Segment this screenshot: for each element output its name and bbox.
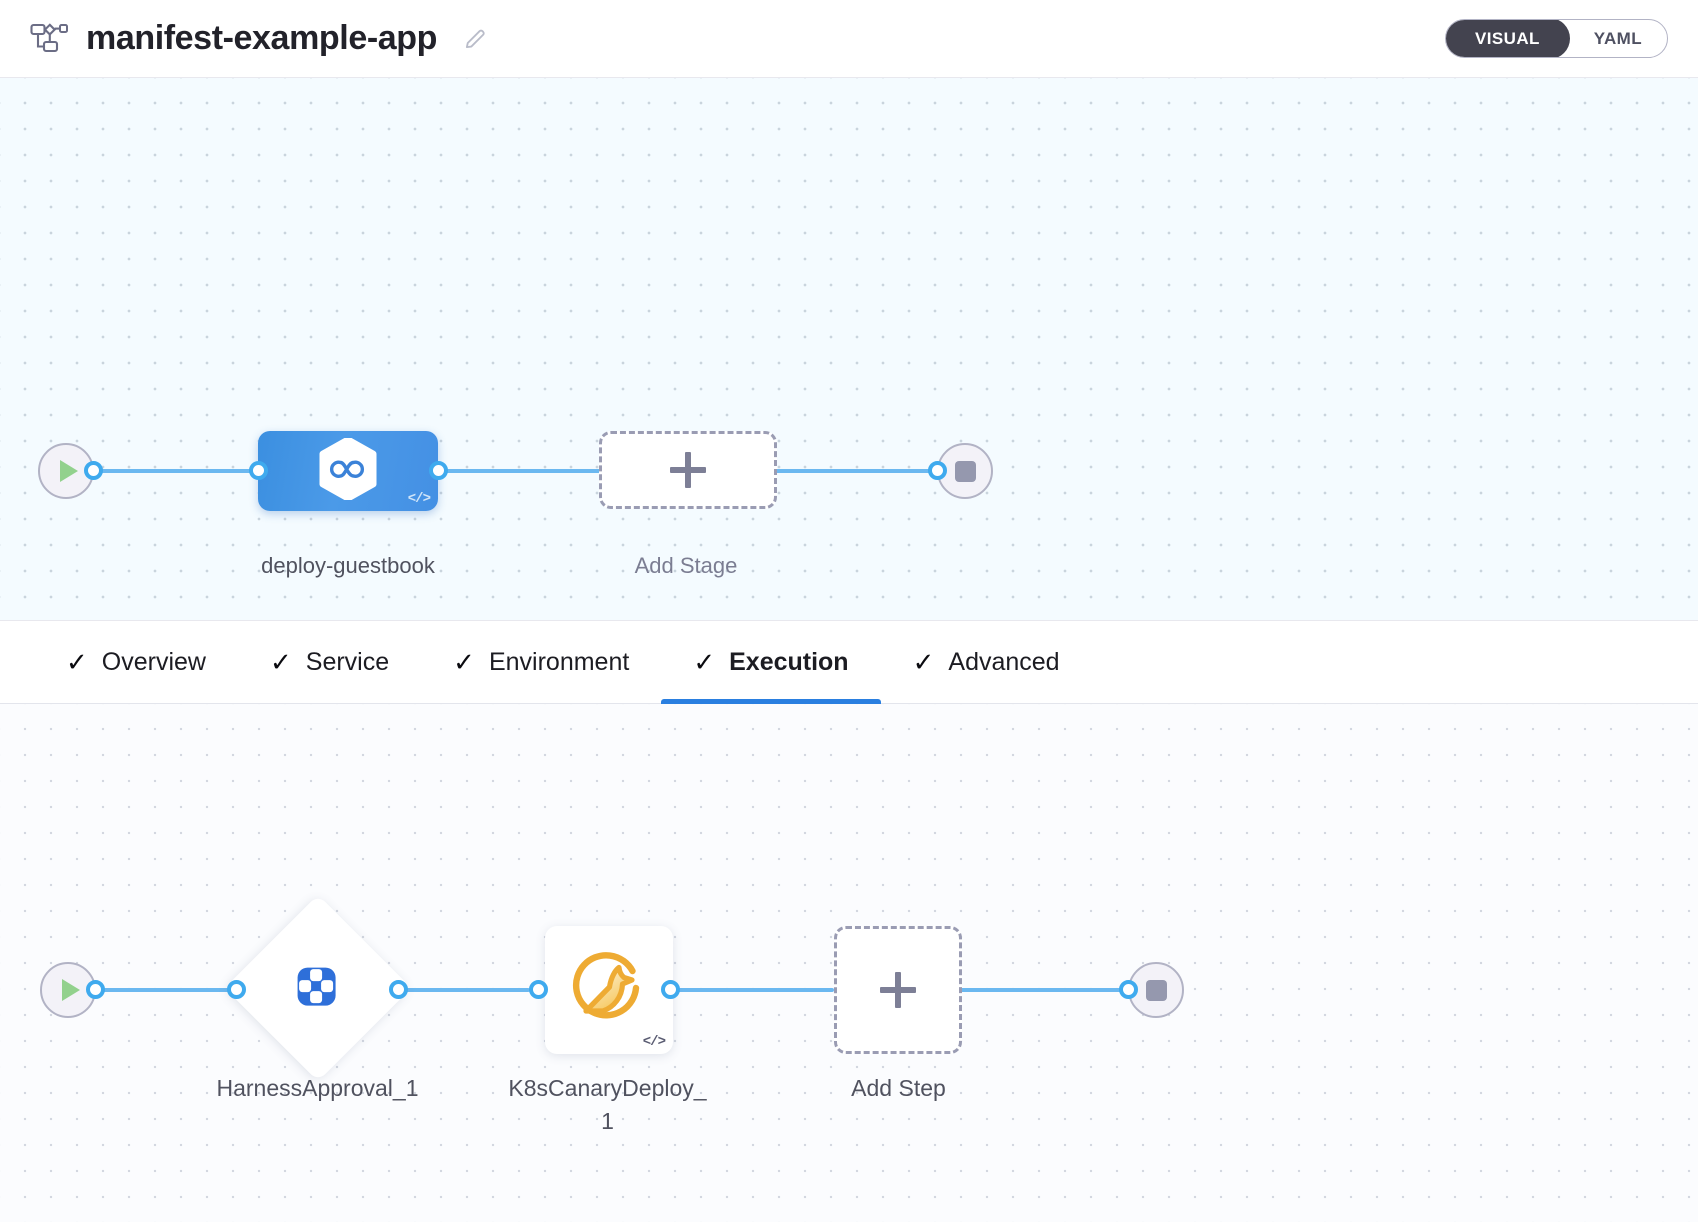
add-stage-label: Add Stage: [634, 553, 738, 578]
tab-environment[interactable]: ✓ Environment: [421, 621, 661, 703]
toggle-visual-button[interactable]: VISUAL: [1446, 20, 1570, 57]
harness-approval-icon-wrap: [225, 895, 412, 1082]
stage-graph-canvas[interactable]: </> deploy-guestbook Add Stage: [0, 78, 1698, 621]
page-title: manifest-example-app: [86, 19, 437, 57]
port-approval-in[interactable]: [227, 980, 246, 999]
stop-square-icon: [954, 460, 976, 482]
port-end-in[interactable]: [928, 461, 947, 480]
tab-advanced-label: Advanced: [948, 647, 1060, 676]
tab-environment-label: Environment: [488, 647, 630, 676]
tab-execution[interactable]: ✓ Execution: [661, 621, 881, 704]
port-start-out[interactable]: [84, 461, 103, 480]
plus-icon: [880, 972, 916, 1008]
check-icon: ✓: [453, 647, 475, 677]
add-step-button[interactable]: [834, 926, 962, 1054]
stage-yaml-code-icon[interactable]: </>: [407, 491, 431, 507]
stage-node-label: deploy-guestbook: [261, 553, 435, 578]
connector-approval-to-canary: [390, 988, 530, 992]
view-mode-toggle[interactable]: VISUAL YAML: [1445, 19, 1668, 58]
check-icon: ✓: [269, 647, 292, 677]
pencil-edit-icon[interactable]: [461, 25, 489, 53]
toggle-yaml-button[interactable]: YAML: [1568, 20, 1667, 57]
step-label-k8s-canary-deploy: K8sCanaryDeploy_1: [508, 1075, 707, 1134]
step-label-harness-approval: HarnessApproval_1: [216, 1075, 419, 1101]
tab-overview-label: Overview: [101, 647, 206, 676]
connector-start-to-approval: [90, 988, 242, 992]
port-canary-out[interactable]: [661, 980, 680, 999]
header-left-group: manifest-example-app: [28, 18, 489, 60]
header-right-group: VISUAL YAML: [1445, 19, 1668, 58]
stop-square-icon: [1145, 979, 1167, 1001]
tab-overview[interactable]: ✓ Overview: [34, 621, 238, 703]
connector-addstep-to-end: [952, 988, 1122, 992]
connector-stage-to-addstage: [430, 469, 602, 473]
pipeline-flow-icon: [28, 18, 70, 60]
add-step-label: Add Step: [851, 1075, 946, 1101]
port-exec-start-out[interactable]: [86, 980, 105, 999]
check-icon: ✓: [912, 647, 935, 677]
play-triangle-icon: [61, 979, 80, 1001]
tab-execution-label: Execution: [729, 647, 849, 676]
tab-service[interactable]: ✓ Service: [238, 621, 421, 703]
connector-canary-to-addstep: [662, 988, 834, 992]
port-stage-in[interactable]: [249, 461, 268, 480]
tab-advanced[interactable]: ✓ Advanced: [881, 621, 1092, 703]
port-canary-in[interactable]: [529, 980, 548, 999]
check-icon: ✓: [66, 647, 88, 677]
pipeline-end-node: [937, 443, 993, 499]
harness-approval-icon: [272, 942, 363, 1033]
play-triangle-icon: [59, 460, 78, 482]
connector-start-to-stage: [88, 469, 256, 473]
step-node-k8s-canary-deploy[interactable]: </>: [545, 926, 673, 1054]
add-stage-button[interactable]: [599, 431, 777, 509]
step-yaml-code-icon[interactable]: </>: [642, 1034, 666, 1050]
port-exec-end-in[interactable]: [1119, 980, 1138, 999]
kubernetes-canary-bird-icon: [570, 949, 648, 1032]
stage-node-deploy-guestbook[interactable]: </>: [258, 431, 438, 511]
pipeline-header: manifest-example-app VISUAL YAML: [0, 0, 1698, 78]
harness-cd-infinity-icon: [318, 436, 378, 505]
plus-icon: [670, 452, 706, 488]
port-stage-out[interactable]: [429, 461, 448, 480]
port-approval-out[interactable]: [389, 980, 408, 999]
stage-tabs: ✓ Overview ✓ Service ✓ Environment ✓ Exe…: [0, 621, 1698, 704]
execution-graph-canvas[interactable]: HarnessApproval_1 </> K8sCanaryD: [0, 704, 1698, 1222]
check-icon: ✓: [693, 647, 716, 677]
connector-addstage-to-end: [765, 469, 952, 473]
tab-service-label: Service: [305, 647, 390, 676]
